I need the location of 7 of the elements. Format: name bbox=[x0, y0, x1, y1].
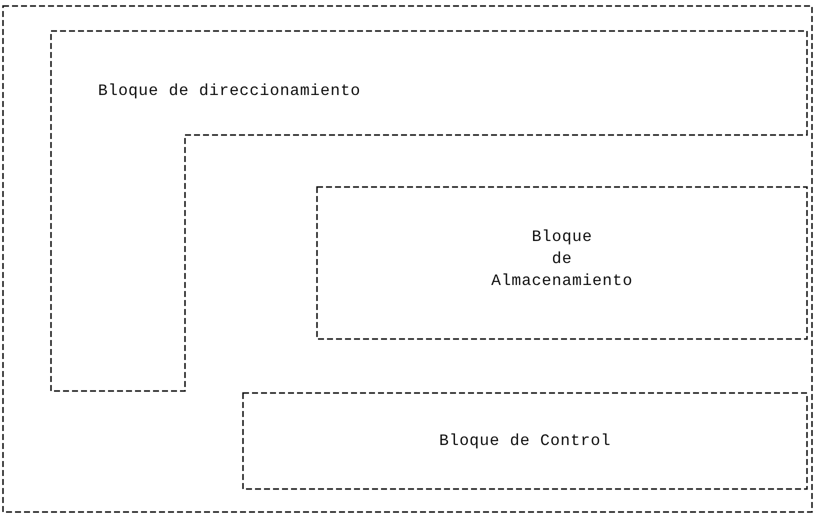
outer-dashed-box bbox=[2, 5, 813, 513]
block-label: Bloque de Control bbox=[439, 431, 611, 452]
process-box bbox=[242, 392, 808, 490]
process-box bbox=[316, 186, 808, 340]
block-label: Bloque de direccionamiento bbox=[98, 81, 361, 102]
l-shaped-block bbox=[50, 30, 808, 392]
block-label: Bloque de Almacenamiento bbox=[490, 227, 634, 292]
